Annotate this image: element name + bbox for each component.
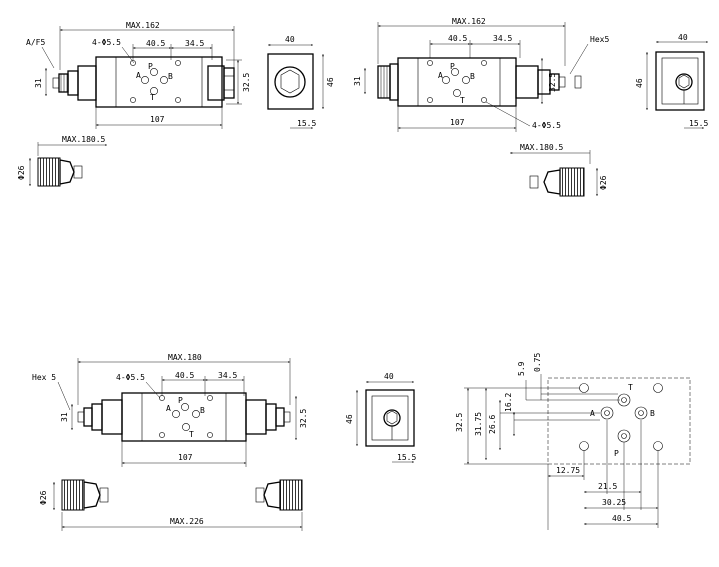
port-a-label: A — [438, 71, 443, 80]
hex-label: A/F5 — [26, 38, 45, 47]
end-width: 40 — [384, 372, 394, 381]
end-height: 46 — [635, 78, 644, 88]
port-p-label: P — [450, 62, 455, 71]
port-p-label: P — [148, 62, 153, 71]
hex-label: Hex 5 — [32, 373, 56, 382]
end-width: 40 — [285, 35, 295, 44]
dim-height-right: 32.5 — [242, 73, 251, 92]
knurled-knob-right — [279, 479, 303, 511]
end-height: 46 — [345, 414, 354, 424]
port-b-label: B — [470, 72, 475, 81]
dim-height-left: 31 — [34, 78, 43, 88]
dim-max-overall: MAX.162 — [452, 17, 486, 26]
port-a-label: A — [590, 409, 595, 418]
hole-spec-label: 4-Φ5.5 — [532, 121, 561, 130]
port-b-label: B — [200, 406, 205, 415]
dim-knob-dia: Φ26 — [17, 165, 26, 180]
side-view-top-left: MAX.162 A/F5 4-Φ5.5 40.5 34.5 31 32.5 — [17, 21, 251, 187]
end-view-top-left: 40 46 15.5 — [267, 35, 335, 129]
port-t-label: T — [628, 383, 633, 392]
dim-left-b: 31.75 — [474, 412, 483, 436]
end-width: 40 — [678, 33, 688, 42]
end-offset: 15.5 — [689, 119, 708, 128]
port-pattern-view: T A B P 5.9 0.75 32.5 31.75 26.6 16.2 — [455, 353, 691, 530]
dim-height-right: 32.5 — [299, 409, 308, 428]
hex-label: Hex5 — [590, 35, 609, 44]
hole-spec-label: 4-Φ5.5 — [92, 38, 121, 47]
dim-knob-max: MAX.180.5 — [62, 135, 106, 144]
dim-bottom-b: 21.5 — [598, 482, 617, 491]
dim-spacing-a: 40.5 — [175, 371, 194, 380]
knurled-knob — [559, 167, 585, 197]
hole-spec-label: 4-Φ5.5 — [116, 373, 145, 382]
dim-spacing-a: 40.5 — [448, 34, 467, 43]
dim-height-left: 31 — [60, 412, 69, 422]
side-view-bottom-left: MAX.180 Hex 5 4-Φ5.5 40.5 34.5 31 32.5 — [32, 353, 308, 531]
knurled-knob-left — [61, 479, 85, 511]
dim-knob-dia: Φ26 — [599, 175, 608, 190]
knurled-knob — [37, 157, 61, 187]
port-a-label: A — [136, 71, 141, 80]
dim-bottom-c: 30.25 — [602, 498, 626, 507]
dim-knob-max: MAX.180.5 — [520, 143, 564, 152]
dim-max-overall: MAX.180 — [168, 353, 202, 362]
dim-bottom-a: 12.75 — [556, 466, 580, 475]
dim-body-length: 107 — [450, 118, 465, 127]
dim-body-length: 107 — [150, 115, 165, 124]
end-view-bottom: 40 46 15.5 — [345, 372, 416, 463]
port-a-label: A — [166, 404, 171, 413]
dim-top-a: 5.9 — [517, 361, 526, 376]
end-offset: 15.5 — [297, 119, 316, 128]
side-view-top-right: MAX.162 Hex5 40.5 34.5 31 32.5 — [353, 17, 609, 197]
dim-spacing-b: 34.5 — [185, 39, 204, 48]
port-t-label: T — [150, 93, 155, 102]
port-p-label: P — [178, 396, 183, 405]
dim-max-overall: MAX.162 — [126, 21, 160, 30]
dim-height-left: 31 — [353, 76, 362, 86]
dim-top-b: 0.75 — [533, 353, 542, 372]
dim-body-length: 107 — [178, 453, 193, 462]
dim-knob-dia: Φ26 — [39, 490, 48, 505]
end-offset: 15.5 — [397, 453, 416, 462]
end-view-top-right: 40 46 15.5 — [635, 33, 708, 129]
dim-left-d: 16.2 — [504, 393, 513, 412]
port-t-label: T — [460, 96, 465, 105]
dim-spacing-b: 34.5 — [218, 371, 237, 380]
port-b-label: B — [168, 72, 173, 81]
end-height: 46 — [326, 77, 335, 87]
dim-knob-max: MAX.226 — [170, 517, 204, 526]
port-t-label: T — [189, 430, 194, 439]
dim-bottom-d: 40.5 — [612, 514, 631, 523]
dim-left-c: 26.6 — [488, 415, 497, 434]
port-b-label: B — [650, 409, 655, 418]
dim-left-a: 32.5 — [455, 413, 464, 432]
dim-height-right: 32.5 — [548, 73, 557, 92]
dim-spacing-a: 40.5 — [146, 39, 165, 48]
dim-spacing-b: 34.5 — [493, 34, 512, 43]
port-p-label: P — [614, 449, 619, 458]
